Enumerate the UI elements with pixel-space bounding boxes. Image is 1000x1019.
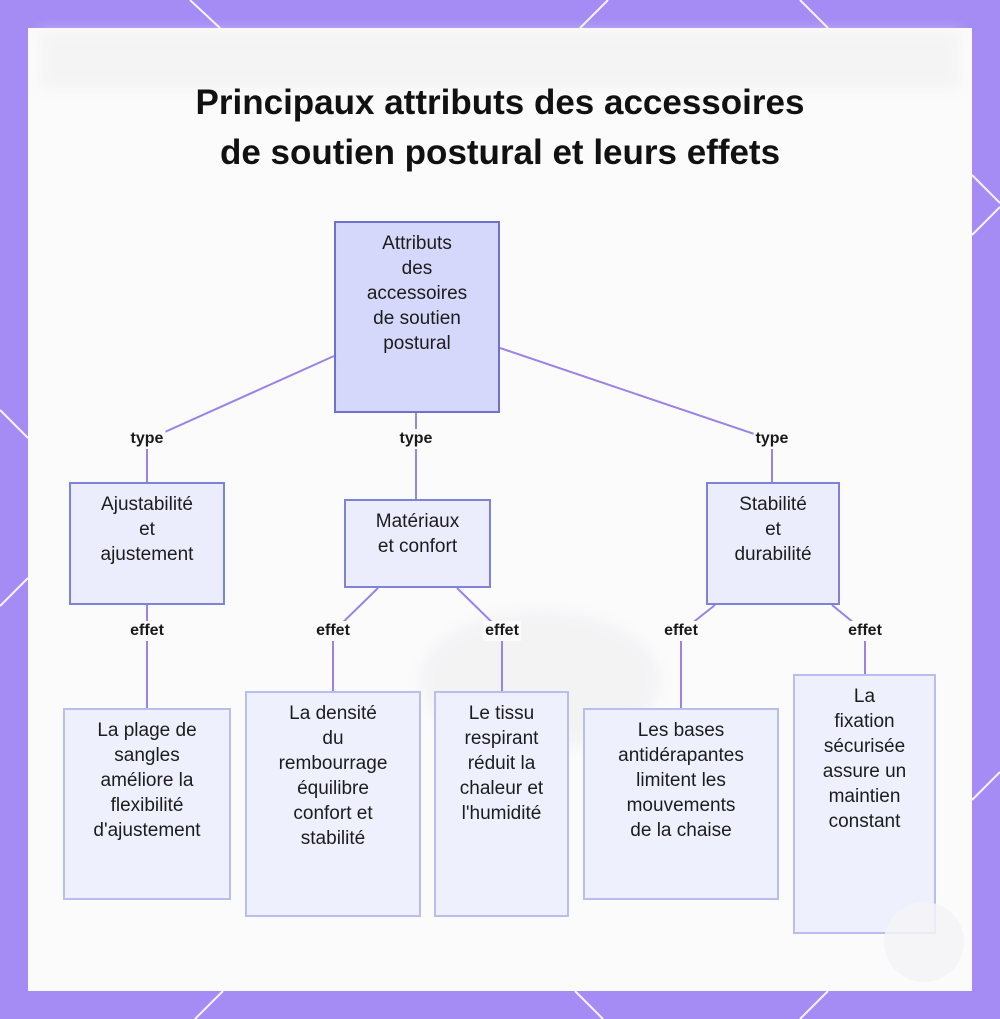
edge-root-adjustability (146, 355, 335, 482)
edge-label-effet: effet (128, 621, 166, 641)
diagram-title: Principaux attributs des accessoires de … (0, 78, 1000, 178)
root-node: Attributs des accessoires de soutien pos… (334, 221, 500, 413)
edge-label-effet: effet (662, 621, 700, 641)
effect-line: confort et (293, 803, 373, 824)
effect-line: mouvements (626, 795, 736, 816)
edge-label-type: type (128, 429, 166, 449)
effect-line: assure un (822, 761, 907, 782)
effect-node-non-slip-bases: Les bases antidérapantes limitent les mo… (583, 708, 779, 900)
category-node-materials: Matériaux et confort (344, 499, 491, 588)
edge-label-type: type (397, 429, 435, 449)
effect-line: de la chaise (630, 820, 732, 841)
effect-line: La (853, 686, 876, 707)
edge-root-stability (499, 347, 773, 482)
effect-line: équilibre (297, 778, 369, 799)
effect-node-secure-fixation: La fixation sécurisée assure un maintien… (793, 674, 936, 934)
effect-line: stabilité (300, 828, 366, 849)
root-line: des (401, 258, 433, 279)
effect-node-breathable-fabric: Le tissu respirant réduit la chaleur et … (434, 691, 569, 917)
effect-line: fixation (834, 711, 895, 732)
category-line: Matériaux (375, 511, 460, 532)
effect-line: l'humidité (461, 803, 542, 824)
root-line: postural (383, 333, 451, 354)
effect-line: Le tissu (468, 703, 535, 724)
category-line: et confort (377, 536, 458, 557)
category-node-stability: Stabilité et durabilité (706, 482, 840, 605)
effect-line: Les bases (637, 720, 725, 741)
effect-line: La plage de (97, 720, 197, 741)
effect-line: rembourrage (278, 753, 388, 774)
edge-label-effet: effet (846, 621, 884, 641)
title-line-2: de soutien postural et leurs effets (219, 133, 781, 173)
edge-label-effet: effet (314, 621, 352, 641)
effect-line: réduit la (467, 753, 536, 774)
category-line: et (139, 519, 155, 540)
category-line: et (765, 519, 781, 540)
category-line: Ajustabilité (101, 494, 193, 515)
effect-line: sangles (114, 745, 180, 766)
category-line: ajustement (100, 544, 194, 565)
title-line-1: Principaux attributs des accessoires (195, 83, 805, 123)
logo-watermark-icon (884, 902, 964, 982)
edge-label-type: type (753, 429, 791, 449)
effect-line: respirant (464, 728, 539, 749)
root-line: de soutien (373, 308, 461, 329)
root-line: Attributs (382, 233, 452, 254)
effect-line: limitent les (636, 770, 726, 791)
category-line: Stabilité (739, 494, 807, 515)
effect-line: maintien (828, 786, 901, 807)
effect-line: chaleur et (459, 778, 544, 799)
effect-line: constant (828, 811, 901, 832)
effect-line: antidérapantes (618, 745, 744, 766)
category-node-adjustability: Ajustabilité et ajustement (69, 482, 225, 605)
effect-node-strap-range: La plage de sangles améliore la flexibil… (63, 708, 231, 900)
root-line: accessoires (366, 283, 468, 304)
effect-line: flexibilité (110, 795, 184, 816)
effect-line: La densité (289, 703, 377, 724)
edge-label-effet: effet (483, 621, 521, 641)
effect-line: sécurisée (823, 736, 906, 757)
effect-node-padding-density: La densité du rembourrage équilibre conf… (245, 691, 421, 917)
effect-line: améliore la (100, 770, 194, 791)
effect-line: d'ajustement (93, 820, 201, 841)
effect-line: du (322, 728, 344, 749)
category-line: durabilité (734, 544, 812, 565)
